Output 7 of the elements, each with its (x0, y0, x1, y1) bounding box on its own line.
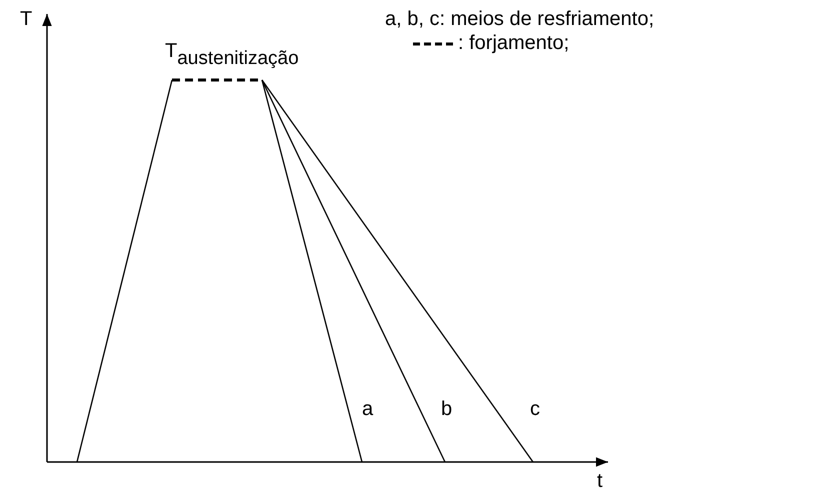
curve-label: a (362, 398, 374, 420)
curve-label: c (530, 398, 540, 420)
axis-label: t (597, 470, 603, 492)
legend-text: : forjamento; (458, 32, 570, 54)
legend-text: a, b, c: meios de resfriamento; (385, 8, 654, 30)
axis-label: T (20, 8, 32, 30)
curve-label: b (441, 398, 452, 420)
